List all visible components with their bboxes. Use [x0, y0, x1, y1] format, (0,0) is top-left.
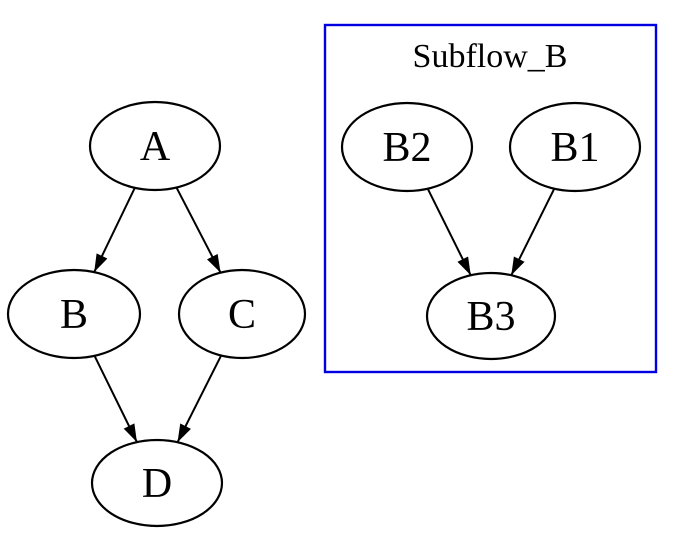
- node-B1-label: B1: [550, 125, 599, 171]
- node-B2-ellipse: [340, 101, 474, 193]
- edge-A-B: [93, 187, 136, 273]
- node-B: B: [6, 268, 142, 360]
- node-A-label: A: [140, 124, 171, 170]
- node-A: A: [88, 100, 222, 192]
- node-C-ellipse: [177, 268, 307, 360]
- node-D-label: D: [142, 461, 172, 507]
- node-B3-label: B3: [466, 294, 515, 340]
- edge-C-D: [176, 355, 223, 443]
- node-B2: B2: [340, 101, 474, 193]
- edge-B1-B3: [510, 188, 556, 276]
- edge-B-D: [93, 355, 138, 443]
- node-B1-ellipse: [508, 101, 642, 193]
- node-C-label: C: [228, 292, 256, 338]
- node-A-ellipse: [88, 100, 222, 192]
- node-B3-ellipse: [425, 271, 557, 361]
- node-B3: B3: [425, 271, 557, 361]
- node-C: C: [177, 268, 307, 360]
- cluster-subflow-b-label: Subflow_B: [413, 38, 568, 75]
- node-B1: B1: [508, 101, 642, 193]
- edge-A-C: [175, 187, 222, 274]
- node-B-label: B: [60, 292, 88, 338]
- node-D-ellipse: [90, 438, 224, 528]
- edge-B2-B3: [426, 188, 472, 276]
- node-B-ellipse: [6, 268, 142, 360]
- node-D: D: [90, 438, 224, 528]
- node-B2-label: B2: [382, 125, 431, 171]
